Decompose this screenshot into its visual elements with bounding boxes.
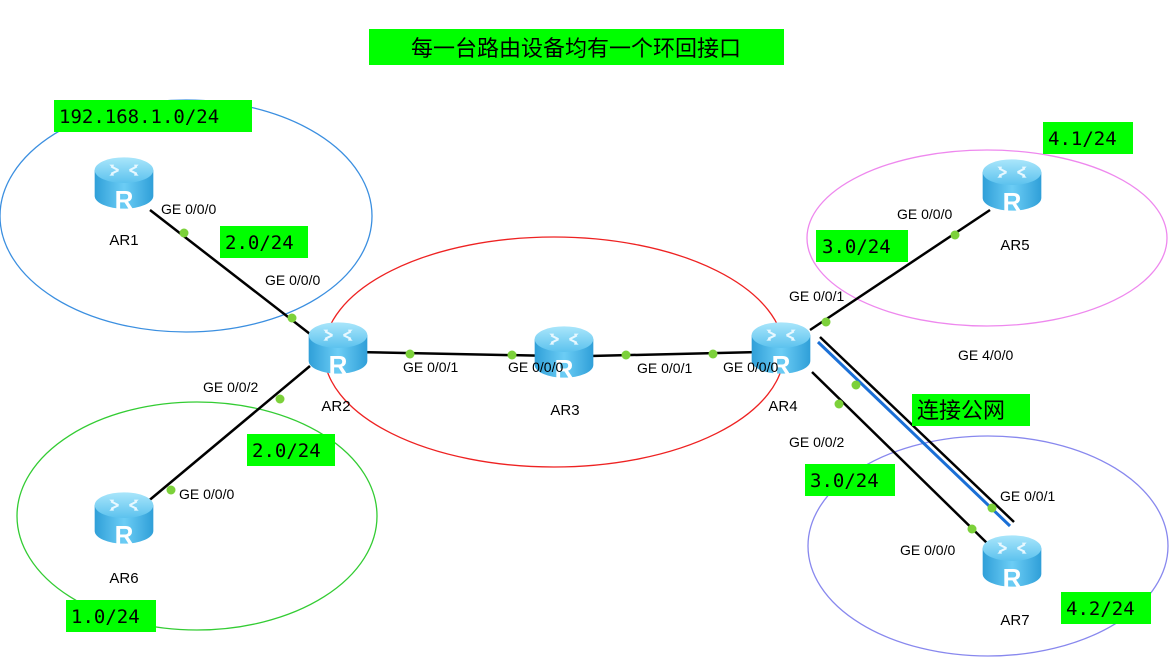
port-label-ar4-g001: GE 0/0/1 <box>789 288 844 304</box>
subnet-label-ar2-ar6: 2.0/24 <box>252 440 321 462</box>
port-label-ar7-g000: GE 0/0/0 <box>900 542 955 558</box>
port-label-ar3-g001: GE 0/0/1 <box>637 360 692 376</box>
router-glyph: R <box>115 185 134 215</box>
port-dot-ar2-g000 <box>287 313 297 323</box>
port-dot-ar7-g001 <box>987 503 997 513</box>
router-ar6[interactable]: R AR6 <box>93 491 155 587</box>
port-label-ar2-g000: GE 0/0/0 <box>265 272 320 288</box>
subnet-label-public: 连接公网 <box>917 399 1005 424</box>
link-ar2-ar3 <box>354 350 556 358</box>
port-label-ar2-g002: GE 0/0/2 <box>203 379 258 395</box>
subnet-label-ar4-ar7: 3.0/24 <box>810 470 879 492</box>
router-glyph: R <box>1003 187 1022 217</box>
title-background <box>369 29 784 65</box>
port-dot-ar7-g000 <box>967 524 977 534</box>
subnet-label-ar6-loop: 1.0/24 <box>71 606 140 628</box>
port-label-ar6-g000: GE 0/0/0 <box>179 486 234 502</box>
port-dot-ar3-g000 <box>507 350 517 360</box>
link-ar1-ar2 <box>149 209 311 335</box>
subnet-label-ar4-ar5: 3.0/24 <box>822 236 891 258</box>
port-label-ar4-g002: GE 0/0/2 <box>789 434 844 450</box>
link-ar4-public-black <box>819 336 1015 523</box>
router-name: AR5 <box>1000 237 1029 254</box>
subnet-label-bg <box>912 394 1030 426</box>
router-glyph: R <box>329 350 348 380</box>
router-name: AR7 <box>1000 612 1029 629</box>
router-name: AR6 <box>109 570 138 587</box>
port-label-ar3-g000: GE 0/0/0 <box>508 359 563 375</box>
port-label-ar4-g000: GE 0/0/0 <box>723 359 778 375</box>
subnet-label-bg <box>1061 592 1151 624</box>
router-glyph: R <box>1003 563 1022 593</box>
router-name: AR3 <box>550 402 579 419</box>
subnet-label-bg <box>247 434 335 466</box>
subnet-label-bg <box>54 100 252 132</box>
port-dot-ar1-g000 <box>179 228 189 238</box>
router-name: AR4 <box>768 398 797 415</box>
ar5-zone-ellipse <box>806 149 1168 327</box>
subnet-label-bg <box>805 464 895 496</box>
subnet-label-bg <box>816 230 908 262</box>
link-ar4-ar5 <box>809 208 991 332</box>
subnet-label-ar1-loop: 192.168.1.0/24 <box>59 106 219 128</box>
router-ar3[interactable]: R AR3 <box>533 325 595 419</box>
subnet-label-ar5-loop: 4.1/24 <box>1048 128 1117 150</box>
subnet-label-bg <box>1043 122 1133 154</box>
port-dot-ar2-g002 <box>275 394 285 404</box>
router-ar2[interactable]: R AR2 <box>307 321 369 415</box>
link-ar3-ar4 <box>589 350 761 358</box>
port-label-ar1-g000: GE 0/0/0 <box>161 201 216 217</box>
subnet-label-bg <box>220 226 308 258</box>
port-dot-ar4-g001 <box>821 317 831 327</box>
ar7-zone-ellipse <box>807 435 1169 657</box>
port-dot-ar4-g000 <box>708 349 718 359</box>
port-dot-ar5-g000 <box>950 230 960 240</box>
port-label-ar7-g001: GE 0/0/1 <box>1000 488 1055 504</box>
router-ar1[interactable]: R AR1 <box>93 156 155 249</box>
router-glyph: R <box>555 354 574 384</box>
router-glyph: R <box>772 350 791 380</box>
port-dot-ar3-g001 <box>621 350 631 360</box>
router-ar5[interactable]: R AR5 <box>981 158 1043 254</box>
port-label-ar5-g000: GE 0/0/0 <box>897 206 952 222</box>
subnet-label-ar7-loop: 4.2/24 <box>1066 598 1135 620</box>
port-dot-ar4-g002 <box>834 399 844 409</box>
router-name: AR2 <box>321 398 350 415</box>
diagram-title: 每一台路由设备均有一个环回接口 <box>411 37 741 62</box>
subnet-label-ar1-ar2: 2.0/24 <box>225 232 294 254</box>
port-label-ar4-g400: GE 4/0/0 <box>958 347 1013 363</box>
port-dot-ar2-g001 <box>405 349 415 359</box>
router-glyph: R <box>115 520 134 550</box>
router-ar4[interactable]: R AR4 <box>750 321 812 415</box>
port-label-ar2-g001: GE 0/0/1 <box>403 359 458 375</box>
subnet-label-bg <box>66 600 156 632</box>
link-ar2-ar6 <box>139 365 311 509</box>
link-ar4-public-blue <box>816 340 1012 528</box>
port-dot-ar4-g400 <box>851 380 861 390</box>
router-ar7[interactable]: R AR7 <box>981 534 1043 629</box>
router-name: AR1 <box>109 232 138 249</box>
port-dot-ar6-g000 <box>166 485 176 495</box>
ar6-zone-ellipse <box>16 401 378 631</box>
